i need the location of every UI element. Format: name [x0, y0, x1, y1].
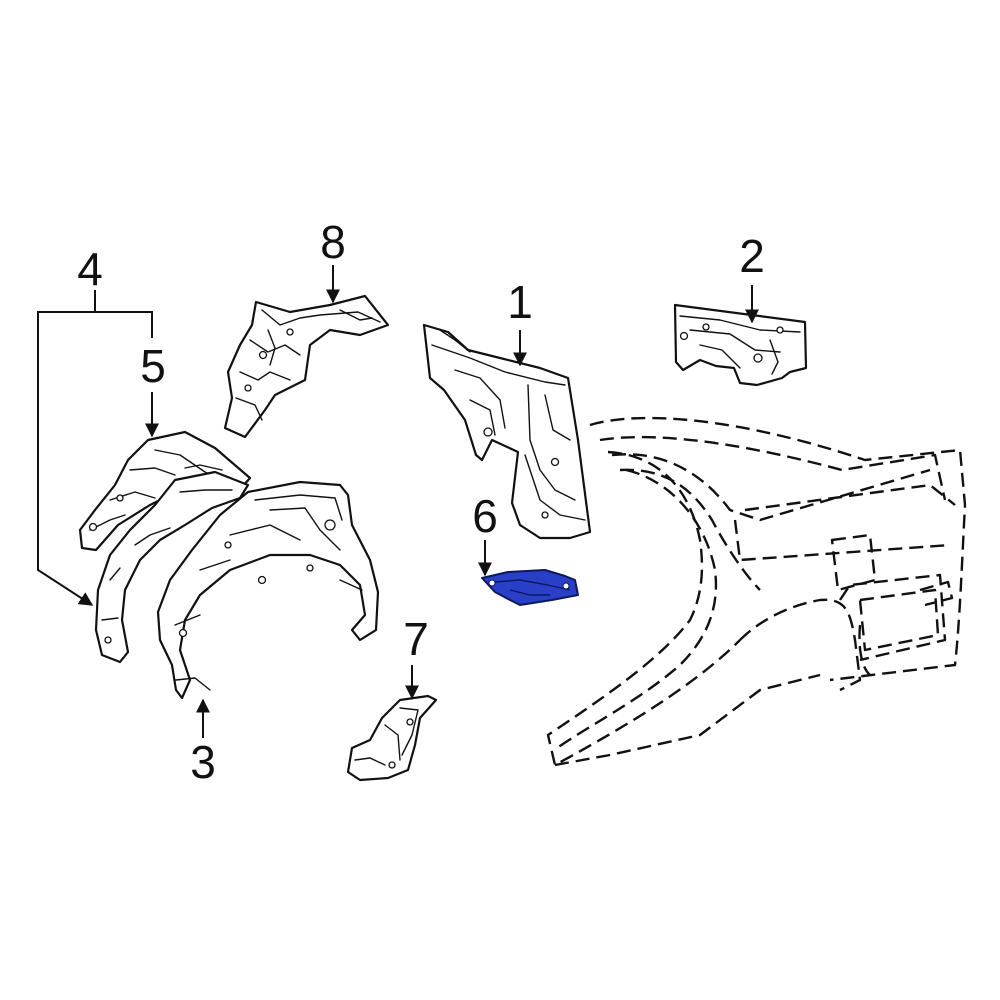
callout-2: 2 [739, 230, 765, 282]
part-3-outer-wheelhouse[interactable] [156, 480, 380, 700]
leader-lines [37, 265, 759, 738]
part-6-highlighted-bracket[interactable] [481, 569, 579, 606]
part-1-pillar[interactable] [422, 323, 592, 540]
callout-3: 3 [190, 736, 216, 788]
callout-7: 7 [403, 613, 429, 665]
callout-1: 1 [507, 276, 533, 328]
part-7-bracket[interactable] [346, 694, 438, 782]
part-2-panel[interactable] [673, 303, 808, 387]
callout-labels: 1 2 3 4 5 6 7 8 [77, 216, 765, 788]
leader-4 [37, 311, 153, 606]
callout-5: 5 [140, 340, 166, 392]
vehicle-body-outline [546, 416, 967, 767]
callout-8: 8 [320, 216, 346, 268]
callout-4: 4 [77, 243, 103, 295]
callout-6: 6 [472, 490, 498, 542]
part-8-bracket[interactable] [223, 294, 390, 439]
